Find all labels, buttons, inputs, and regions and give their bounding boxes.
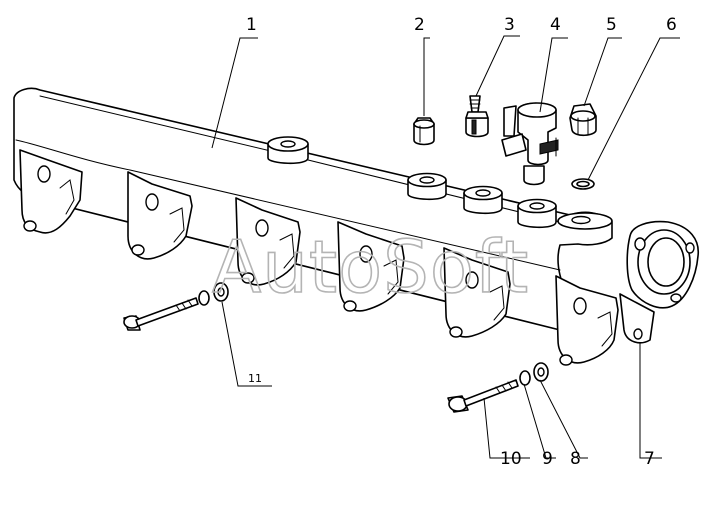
- callout-8: 8: [570, 449, 581, 469]
- bolt-assembly-left: [123, 282, 229, 331]
- callout-11: 11: [248, 372, 262, 385]
- callout-1: 1: [246, 15, 257, 35]
- outlet-flange: [619, 220, 699, 344]
- top-port-2: [407, 172, 447, 201]
- bolt-assembly-right: [447, 362, 549, 413]
- callout-3: 3: [504, 15, 515, 35]
- watermark: AutoSoft: [212, 225, 529, 309]
- top-port-3: [463, 185, 503, 215]
- runner-flange-2: [127, 171, 193, 260]
- runner-flange-5: [443, 247, 511, 338]
- leader-lines: [211, 35, 680, 459]
- callout-10: 10: [500, 449, 522, 469]
- plug-part-5: [569, 103, 597, 137]
- callout-7: 7: [644, 449, 655, 469]
- hose-nipple-part-3: [465, 95, 489, 138]
- callout-6: 6: [666, 15, 677, 35]
- plug-part-2: [413, 117, 435, 146]
- runner-flange-6: [555, 275, 619, 366]
- exhaust-manifold: [13, 87, 699, 366]
- top-port-1: [267, 136, 309, 165]
- runner-flange-4: [337, 221, 405, 312]
- callout-2: 2: [414, 15, 425, 35]
- callout-9: 9: [542, 449, 553, 469]
- outlet-boss: [557, 212, 613, 230]
- valve-tee-part-4: [501, 102, 559, 186]
- runner-flange-3: [235, 197, 301, 286]
- sealing-washer-part-6: [571, 178, 595, 190]
- callout-4: 4: [550, 15, 561, 35]
- top-port-4: [517, 198, 557, 229]
- runner-flange-1: [19, 149, 83, 234]
- callout-5: 5: [606, 15, 617, 35]
